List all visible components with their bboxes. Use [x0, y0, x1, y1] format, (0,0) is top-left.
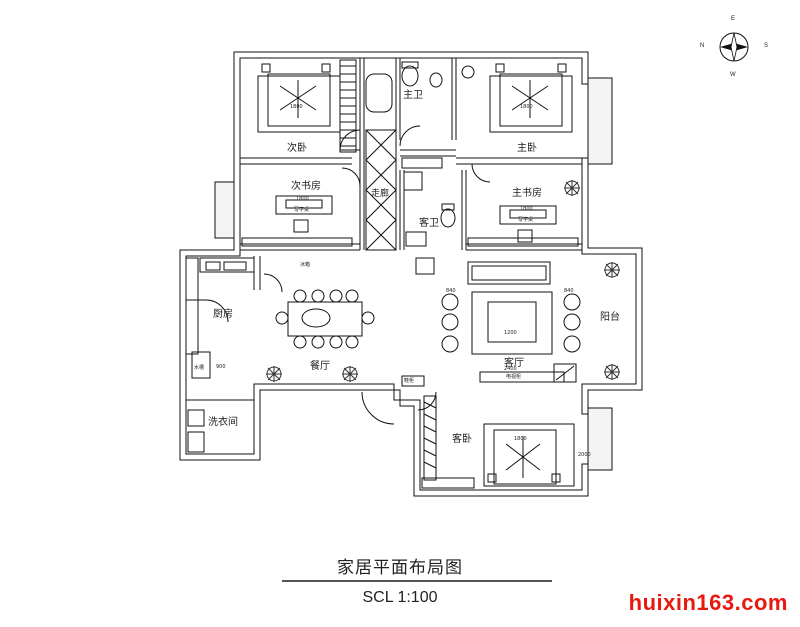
sofa-depth-right: 840 [564, 288, 574, 294]
compass-south-label: S [764, 43, 769, 49]
room-second-bedroom: 次卧 [287, 143, 307, 154]
room-second-study: 次书房 [291, 181, 321, 192]
second-bed-dim: 1800 [290, 104, 303, 110]
room-laundry: 洗衣间 [208, 417, 238, 428]
room-guest-bath: 客卫 [419, 218, 439, 229]
scale-label: SCL 1:100 [362, 589, 438, 606]
sofa-depth-left: 840 [446, 288, 456, 294]
guest-bed-length: 2000 [578, 452, 591, 458]
master-bed-dim: 1800 [520, 104, 533, 110]
compass-north-label: N [700, 43, 705, 49]
room-corridor: 走廊 [371, 189, 390, 199]
compass-east-label: E [731, 16, 736, 22]
room-living: 客厅 [504, 358, 524, 369]
washer-dim: 900 [216, 364, 226, 370]
coffee-table-dim: 1200 [504, 330, 517, 336]
room-dining: 餐厅 [310, 361, 330, 372]
compass-icon [719, 32, 749, 62]
room-balcony: 阳台 [600, 312, 620, 323]
compass-west-label: W [730, 72, 736, 78]
shoe-cabinet-label: 鞋柜 [404, 378, 415, 384]
plan-title: 家居平面布局图 [337, 558, 463, 578]
site-watermark: huixin163.com [628, 590, 788, 615]
room-master-study: 主书房 [512, 188, 542, 199]
fridge-label: 冰箱 [300, 262, 311, 268]
room-master-bedroom: 主卧 [517, 143, 537, 154]
master-desk-label: 写字桌 [518, 217, 534, 223]
tv-cabinet-dim: 2400 [504, 366, 517, 372]
room-kitchen: 厨房 [213, 309, 233, 320]
sink-label: 水槽 [194, 365, 205, 371]
guest-bed-dim: 1800 [514, 436, 527, 442]
room-master-bath: 主卫 [403, 90, 423, 101]
second-desk-label: 写字桌 [294, 207, 310, 213]
title-underline [282, 580, 552, 582]
master-desk-dim: 1800 [520, 206, 533, 212]
second-desk-dim: 1800 [296, 196, 309, 202]
tv-cabinet-label: 电视柜 [506, 374, 522, 380]
room-guest-bedroom: 客卧 [452, 434, 472, 445]
